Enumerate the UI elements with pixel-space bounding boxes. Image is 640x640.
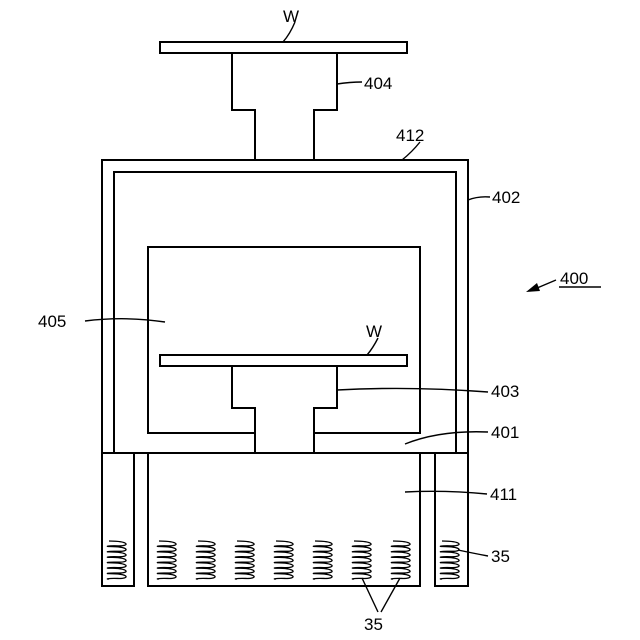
wafer-top xyxy=(160,42,407,53)
label-wafer-inner: W xyxy=(366,322,382,341)
stage-404 xyxy=(232,53,337,160)
leader-402 xyxy=(468,197,490,200)
label-wafer-top: W xyxy=(283,7,299,26)
side-block-left xyxy=(102,453,134,586)
label-411: 411 xyxy=(490,485,517,504)
label-35-bottom: 35 xyxy=(364,615,383,634)
base-411 xyxy=(148,453,420,586)
label-404: 404 xyxy=(364,74,392,93)
label-405: 405 xyxy=(38,312,66,331)
label-412: 412 xyxy=(396,126,424,145)
label-401: 401 xyxy=(491,423,519,442)
side-block-right xyxy=(435,453,468,586)
label-403: 403 xyxy=(491,382,519,401)
arrow-400-head xyxy=(526,283,540,292)
wafer-inner xyxy=(160,355,407,366)
label-400: 400 xyxy=(560,269,588,288)
label-35-right: 35 xyxy=(491,547,510,566)
label-402: 402 xyxy=(492,188,520,207)
leader-404 xyxy=(337,82,362,84)
